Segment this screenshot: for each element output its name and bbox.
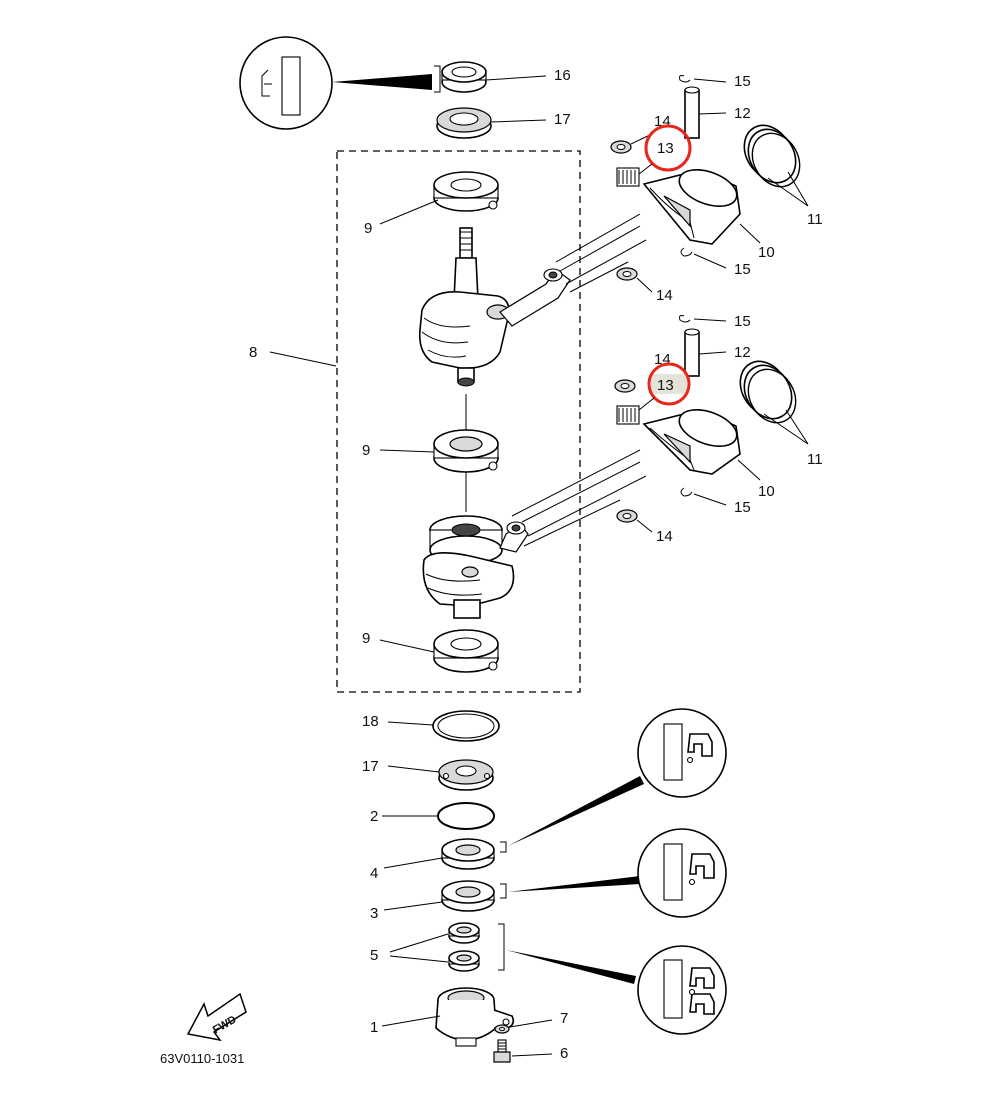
bearing-9-top: 9 <box>364 171 499 237</box>
label-12-a: 12 <box>734 105 751 122</box>
label-3: 3 <box>370 905 378 922</box>
diagram-code: 63V0110-1031 <box>160 1051 244 1066</box>
lower-crank-throw <box>422 515 515 619</box>
oil-seal-4: 4 <box>370 838 507 882</box>
label-9-top: 9 <box>364 220 372 237</box>
label-12-b: 12 <box>734 344 751 361</box>
label-17-top: 17 <box>554 111 571 128</box>
label-13-lower-highlight-bg <box>651 374 687 394</box>
label-4: 4 <box>370 865 378 882</box>
label-18: 18 <box>362 713 379 730</box>
bearing-housing-17-bottom: 17 <box>362 758 494 791</box>
label-13-b: 13 <box>657 377 674 394</box>
seal-detail-callout-lower <box>506 945 727 1035</box>
label-11-a: 11 <box>807 211 823 228</box>
seal-detail-callout-top <box>239 36 441 130</box>
fwd-arrow-icon: FWD <box>186 992 247 1042</box>
label-5: 5 <box>370 947 378 964</box>
piston-group-lower: 15 12 14 13 10 11 15 14 <box>614 313 823 545</box>
o-ring-2: 2 <box>370 802 495 830</box>
label-9-middle: 9 <box>362 442 370 459</box>
oil-seals-5: 5 <box>370 922 505 972</box>
lower-bearing-housing-1: 1 <box>370 987 515 1047</box>
label-6: 6 <box>560 1045 568 1062</box>
bearing-9-bottom: 9 <box>362 629 499 673</box>
bolt-6: 6 <box>493 1039 568 1063</box>
seal-detail-callout-middle <box>508 828 727 918</box>
upper-crank-throw <box>418 227 510 387</box>
label-9-bottom: 9 <box>362 630 370 647</box>
label-17-bottom: 17 <box>362 758 379 775</box>
label-15-a: 15 <box>734 73 751 90</box>
bearing-9-middle: 9 <box>362 429 499 512</box>
label-2: 2 <box>370 808 378 825</box>
oil-seal-3: 3 <box>370 880 507 922</box>
oil-seal-16: 16 <box>441 61 571 93</box>
label-14-b: 14 <box>656 287 673 304</box>
label-10-b: 10 <box>758 483 775 500</box>
label-7: 7 <box>560 1010 568 1027</box>
label-15-c: 15 <box>734 313 751 330</box>
gasket-18: 18 <box>362 710 500 742</box>
seal-detail-callout-upper <box>508 708 727 846</box>
label-11-b: 11 <box>807 451 823 468</box>
label-16: 16 <box>554 67 571 84</box>
label-15-b: 15 <box>734 261 751 278</box>
label-14-d: 14 <box>656 528 673 545</box>
piston-group-upper: 15 12 14 13 10 11 15 14 <box>610 73 823 304</box>
crankshaft-assembly-box <box>336 150 581 693</box>
highlight-circle-13-lower <box>647 362 691 406</box>
label-8: 8 <box>249 344 257 361</box>
label-10-a: 10 <box>758 244 775 261</box>
label-13-a: 13 <box>657 140 674 157</box>
label-15-d: 15 <box>734 499 751 516</box>
bearing-housing-17-top: 17 <box>436 107 571 139</box>
connecting-rod-upper <box>465 213 647 430</box>
label-1: 1 <box>370 1019 378 1036</box>
highlight-circle-13-upper <box>644 124 692 172</box>
washer-7: 7 <box>494 1010 568 1034</box>
connecting-rod-lower <box>499 449 647 553</box>
